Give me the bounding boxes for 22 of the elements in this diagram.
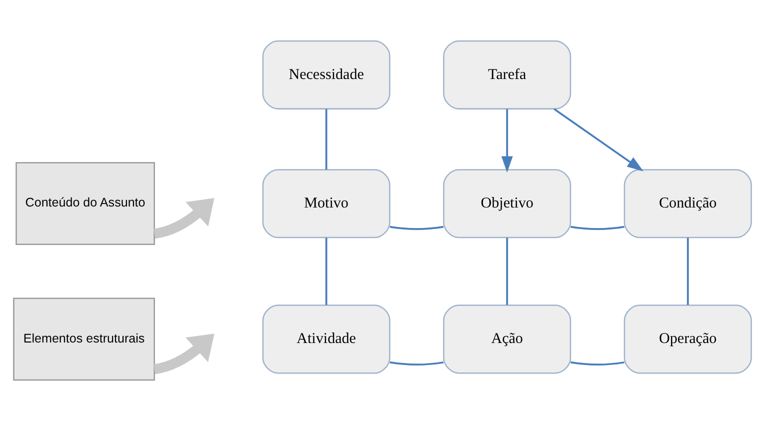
node-box: Atividade — [262, 304, 390, 374]
connector — [686, 238, 689, 305]
node-box: Objetivo — [443, 169, 572, 238]
node-box: Tarefa — [443, 40, 572, 110]
node-box: Ação — [443, 304, 572, 374]
arrow — [501, 109, 513, 173]
node-box: Motivo — [262, 169, 390, 238]
connector — [390, 226, 444, 230]
node-box: Condição — [624, 169, 752, 238]
connector — [325, 238, 328, 305]
connector — [506, 238, 508, 305]
arrow — [154, 198, 214, 239]
connector — [570, 361, 624, 366]
node-box: Elementos estruturais — [13, 298, 155, 381]
connector — [390, 361, 444, 366]
node-box: Conteúdo do Assunto — [16, 162, 155, 246]
arrow — [154, 334, 214, 374]
node-box: Necessidade — [262, 40, 390, 110]
connector — [570, 226, 624, 230]
connector — [325, 109, 328, 170]
arrow — [554, 108, 644, 172]
node-box: Operação — [624, 304, 752, 374]
